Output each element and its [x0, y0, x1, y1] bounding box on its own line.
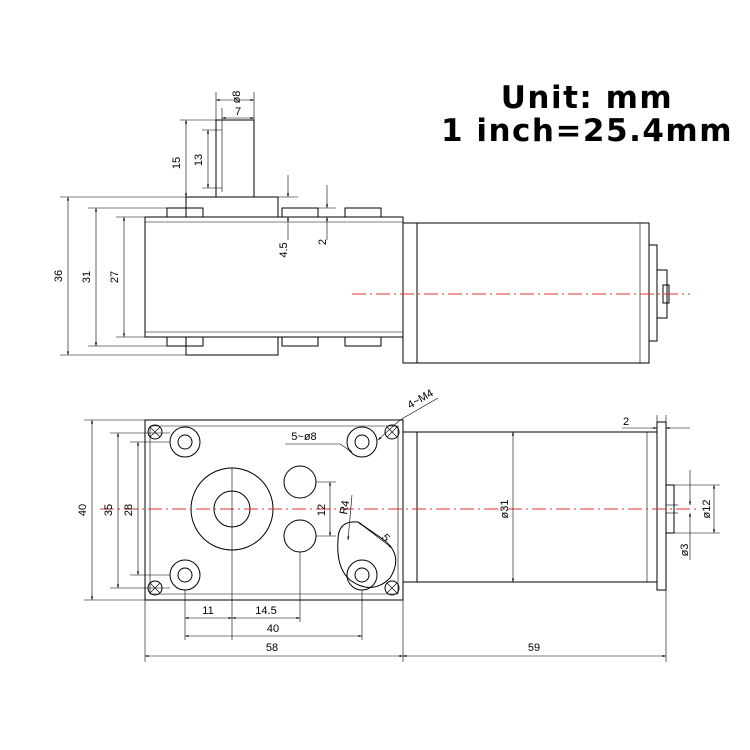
dim-slot-5: 5 — [379, 532, 392, 544]
dim-58: 58 — [266, 642, 278, 654]
dim-shaft-3: ø3 — [679, 544, 691, 557]
bottom-boss-2 — [281, 336, 319, 347]
dim-40-horizontal: 40 — [267, 623, 279, 635]
dim-14-5: 14.5 — [255, 605, 276, 617]
top-boss-2 — [281, 207, 319, 218]
side-view: 36 31 27 15 13 ø8 7 4.5 — [53, 91, 690, 364]
dim-5-holes: 5~ø8 — [291, 431, 316, 443]
mount-screw-tr — [384, 424, 400, 440]
front-motor-endcap — [656, 421, 667, 591]
dim-r4: R4 — [338, 500, 352, 516]
dim-28: 28 — [123, 504, 135, 516]
unit-text: Unit: mm — [500, 80, 674, 116]
dim-11: 11 — [202, 605, 213, 617]
motor-endcap — [648, 244, 658, 342]
mount-screw-tl — [147, 424, 163, 440]
slot-outline — [337, 521, 397, 588]
motor-flange — [402, 222, 418, 364]
dim-7: 7 — [235, 106, 241, 118]
dim-motor-diameter: ø31 — [499, 500, 511, 519]
dim-27: 27 — [109, 271, 121, 283]
bottom-shoulder — [185, 336, 279, 356]
dim-36: 36 — [53, 270, 65, 282]
front-motor-can — [416, 431, 658, 583]
mount-screw-br — [384, 580, 400, 596]
dim-31: 31 — [81, 271, 93, 283]
front-motor-flange — [402, 431, 418, 583]
top-boss-1 — [166, 207, 204, 218]
dim-35: 35 — [103, 504, 115, 516]
flange-plate — [144, 419, 404, 601]
unit-note: Unit: mm 1 inch=25.4mm — [432, 82, 742, 148]
hole-upper — [283, 465, 317, 499]
hole-tr — [346, 426, 378, 458]
front-view: 40 35 28 12 R4 5 5~ø8 4~M4 ø31 — [77, 387, 720, 662]
dim-2-side: 2 — [317, 239, 329, 245]
dim-13: 13 — [193, 154, 205, 166]
motor-can — [416, 222, 650, 364]
hole-lower — [283, 519, 317, 553]
output-shaft — [215, 119, 255, 198]
dim-endcap-2: 2 — [623, 416, 629, 428]
bottom-boss-1 — [166, 336, 204, 347]
dim-59: 59 — [528, 642, 540, 654]
hole-tl — [169, 426, 201, 458]
hole-br — [346, 559, 378, 591]
dim-12: 12 — [316, 504, 328, 516]
conversion-text: 1 inch=25.4mm — [440, 113, 734, 149]
top-boss-3 — [344, 207, 382, 218]
dim-4-5: 4.5 — [278, 242, 290, 257]
gearbox-body — [144, 216, 404, 338]
shaft-shoulder — [185, 196, 279, 218]
bottom-boss-3 — [344, 336, 382, 347]
hole-bl — [169, 559, 201, 591]
dim-boss-diameter: ø12 — [701, 500, 713, 519]
dim-40-vertical: 40 — [77, 504, 89, 516]
dim-shaft-diameter: ø8 — [231, 91, 243, 104]
dim-15: 15 — [171, 157, 183, 169]
